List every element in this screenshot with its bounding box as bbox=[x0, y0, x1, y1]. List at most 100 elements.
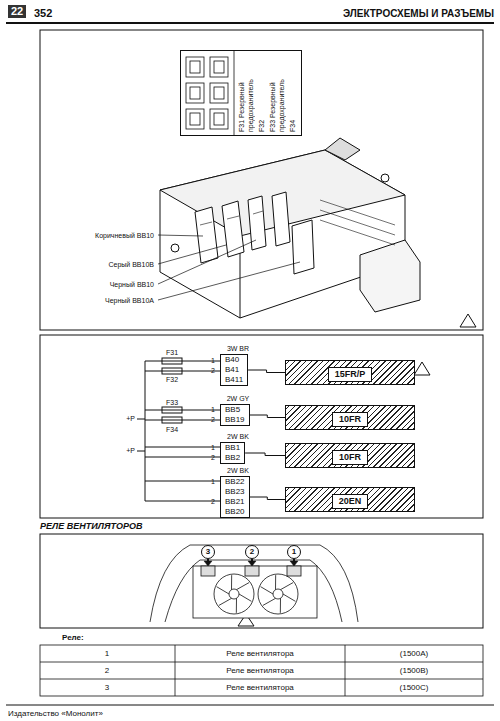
table-cell: 3 bbox=[105, 683, 109, 693]
pin-block: BB5BB19 bbox=[220, 404, 250, 426]
panel-frame bbox=[40, 335, 483, 518]
engine-bay-illustration bbox=[216, 575, 295, 613]
pin-number: 1 bbox=[211, 443, 215, 452]
table-cell: Реле вентилятора bbox=[226, 683, 294, 693]
fuse-box-housing bbox=[195, 207, 218, 263]
panel-frame bbox=[40, 534, 483, 628]
node-text: BB22 bbox=[225, 477, 245, 487]
table-cell: Реле вентилятора bbox=[226, 666, 294, 676]
pin-block: B40B41B411 bbox=[220, 354, 248, 386]
fuse-box-housing bbox=[171, 244, 179, 252]
engine-bay-illustration bbox=[245, 566, 259, 576]
node-text: BB2 bbox=[225, 453, 240, 463]
node-text: 20EN bbox=[332, 494, 369, 509]
warning-triangle bbox=[460, 314, 476, 327]
connector-name: Коричневый BB10 bbox=[94, 231, 155, 240]
engine-bay-illustration bbox=[258, 574, 298, 614]
node-text: F33 Резервный предохранитель bbox=[268, 54, 286, 132]
fuse-slots bbox=[214, 113, 224, 125]
schematic-wire bbox=[145, 457, 220, 458]
fuse-symbol bbox=[162, 358, 182, 364]
table-cell: (1500C) bbox=[400, 683, 429, 693]
fuse-box-housing bbox=[320, 210, 395, 235]
wire-code: 2W GY bbox=[227, 394, 250, 403]
supply-name: +P bbox=[126, 414, 135, 423]
node-text: BB19 bbox=[225, 415, 245, 425]
fuse-symbol bbox=[162, 407, 182, 413]
node-text: 10FR bbox=[332, 412, 368, 427]
fan-blade bbox=[260, 587, 273, 594]
fan-blade bbox=[283, 594, 296, 601]
fuse-box-housing bbox=[200, 222, 212, 225]
connector-name: Серый BB10B bbox=[107, 260, 155, 269]
fuse-name: F33 bbox=[166, 398, 178, 407]
fuse-box-housing bbox=[222, 201, 244, 257]
fan-blade bbox=[216, 587, 229, 594]
engine-bay-illustration bbox=[150, 545, 358, 622]
schematic-wire bbox=[145, 447, 220, 448]
fan-blade bbox=[263, 598, 276, 605]
fuse-box-housing bbox=[272, 192, 290, 246]
wire-connector bbox=[248, 370, 285, 373]
node-text: 15FR/P bbox=[328, 367, 373, 382]
wire-code: 2W BK bbox=[227, 432, 249, 441]
node-text: B41 bbox=[225, 365, 243, 375]
wire-connector bbox=[250, 497, 285, 500]
relay-table bbox=[40, 679, 483, 680]
wire-connector bbox=[250, 415, 285, 418]
relay-table bbox=[345, 645, 346, 696]
fuse-symbol bbox=[162, 368, 182, 374]
pin-number: 1 bbox=[211, 477, 215, 486]
connector-name: Черный BB10 bbox=[109, 280, 155, 289]
fuse-slots bbox=[186, 57, 204, 77]
fuse-slots bbox=[190, 87, 200, 99]
node-text: F32 bbox=[257, 54, 266, 132]
fan-blade bbox=[231, 575, 232, 590]
callout-arrow bbox=[290, 561, 298, 566]
node-text: BB23 bbox=[225, 487, 245, 497]
schematic-wire bbox=[145, 361, 162, 362]
fuse-box-housing bbox=[160, 138, 420, 318]
table-cell: Реле вентилятора bbox=[226, 649, 294, 659]
node-text: F31 Резервный предохранитель bbox=[237, 54, 255, 132]
relay-table bbox=[40, 645, 483, 696]
header-rule bbox=[6, 22, 494, 24]
engine-bay-illustration bbox=[165, 560, 342, 622]
relay-table bbox=[40, 662, 483, 663]
node-text: BB5 bbox=[225, 405, 245, 415]
relay-table bbox=[175, 645, 176, 696]
leader-line bbox=[158, 245, 226, 264]
fuse-slots bbox=[186, 83, 204, 103]
node-text: B411 bbox=[225, 375, 243, 385]
table-cell: (1500B) bbox=[400, 666, 428, 676]
page-number-box: 22 bbox=[8, 5, 26, 18]
table-cell: (1500A) bbox=[400, 649, 428, 659]
publisher-note: Издательство «Монолит» bbox=[8, 709, 103, 719]
engine-bay-illustration bbox=[287, 566, 301, 576]
fan-blade bbox=[219, 598, 232, 605]
connector-box: 10FR bbox=[285, 443, 415, 468]
fuse-box-housing bbox=[253, 211, 263, 214]
engine-bay-illustration bbox=[193, 566, 317, 618]
connector-box: 20EN bbox=[285, 487, 415, 512]
callout-number: 3 bbox=[201, 545, 215, 559]
node-text: BB20 bbox=[225, 507, 245, 517]
schematic-wire bbox=[137, 361, 220, 501]
fuse-box-housing bbox=[248, 196, 266, 250]
engine-bay-illustration bbox=[214, 574, 254, 614]
fuse-symbol bbox=[162, 410, 182, 411]
fuse-slots bbox=[210, 109, 228, 129]
panel-frame bbox=[40, 30, 483, 330]
fuse-label-box: F31 Резервный предохранительF32F33 Резер… bbox=[180, 50, 302, 136]
node-text: BB1 bbox=[225, 443, 240, 453]
fuse-symbol bbox=[162, 417, 182, 423]
fuse-slots bbox=[190, 113, 200, 125]
leader-line bbox=[158, 262, 300, 300]
fuse-slots bbox=[234, 50, 235, 136]
fuse-box-housing bbox=[325, 138, 360, 160]
schematic-wire bbox=[137, 419, 145, 420]
table-title: Реле: bbox=[62, 633, 84, 643]
fan-blade bbox=[281, 583, 294, 590]
panel-frame bbox=[40, 30, 483, 628]
